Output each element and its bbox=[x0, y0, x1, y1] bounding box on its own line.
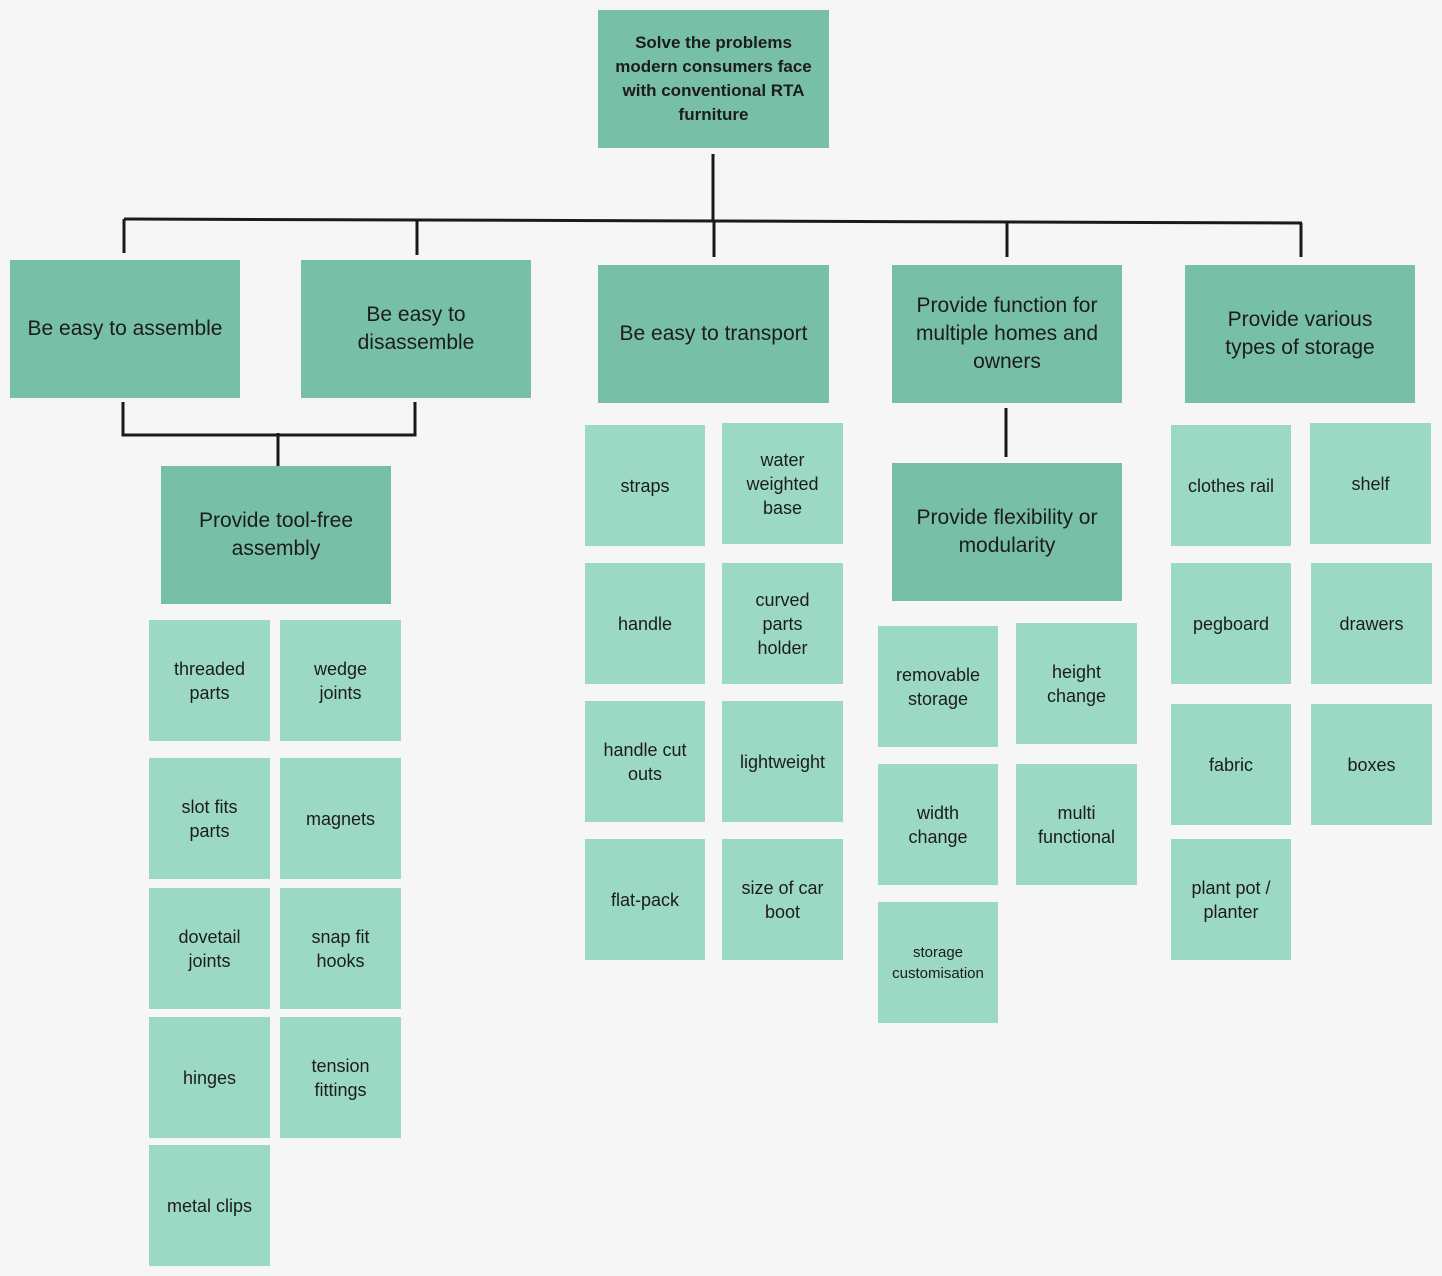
idea-sticky-note: dovetail joints bbox=[149, 888, 270, 1009]
subgoal-tool-free-assembly: Provide tool-free assembly bbox=[161, 466, 391, 604]
idea-sticky-note: width change bbox=[878, 764, 998, 885]
idea-sticky-note: wedge joints bbox=[280, 620, 401, 741]
idea-sticky-note: pegboard bbox=[1171, 563, 1291, 684]
idea-sticky-note: threaded parts bbox=[149, 620, 270, 741]
idea-sticky-note: slot fits parts bbox=[149, 758, 270, 879]
idea-sticky-note: handle bbox=[585, 563, 705, 684]
idea-sticky-note: removable storage bbox=[878, 626, 998, 747]
idea-sticky-note: clothes rail bbox=[1171, 425, 1291, 546]
idea-sticky-note: magnets bbox=[280, 758, 401, 879]
goal-easy-to-assemble: Be easy to assemble bbox=[10, 260, 240, 398]
idea-sticky-note: height change bbox=[1016, 623, 1137, 744]
goal-multiple-homes: Provide function for multiple homes and … bbox=[892, 265, 1122, 403]
idea-sticky-note: fabric bbox=[1171, 704, 1291, 825]
goal-easy-to-disassemble: Be easy to disassemble bbox=[301, 260, 531, 398]
subgoal-flexibility-modularity: Provide flexibility or modularity bbox=[892, 463, 1122, 601]
idea-sticky-note: handle cut outs bbox=[585, 701, 705, 822]
root-goal: Solve the problems modern consumers face… bbox=[598, 10, 829, 148]
idea-sticky-note: flat-pack bbox=[585, 839, 705, 960]
goal-easy-to-transport: Be easy to transport bbox=[598, 265, 829, 403]
idea-sticky-note: size of car boot bbox=[722, 839, 843, 960]
idea-sticky-note: metal clips bbox=[149, 1145, 270, 1266]
idea-sticky-note: plant pot / planter bbox=[1171, 839, 1291, 960]
idea-sticky-note: water weighted base bbox=[722, 423, 843, 544]
goal-various-storage: Provide various types of storage bbox=[1185, 265, 1415, 403]
idea-sticky-note: curved parts holder bbox=[722, 563, 843, 684]
idea-sticky-note: lightweight bbox=[722, 701, 843, 822]
idea-sticky-note: straps bbox=[585, 425, 705, 546]
idea-sticky-note: shelf bbox=[1310, 423, 1431, 544]
idea-sticky-note: boxes bbox=[1311, 704, 1432, 825]
idea-sticky-note: hinges bbox=[149, 1017, 270, 1138]
idea-sticky-note: multi functional bbox=[1016, 764, 1137, 885]
idea-sticky-note: storage customisation bbox=[878, 902, 998, 1023]
idea-sticky-note: drawers bbox=[1311, 563, 1432, 684]
idea-sticky-note: tension fittings bbox=[280, 1017, 401, 1138]
idea-sticky-note: snap fit hooks bbox=[280, 888, 401, 1009]
